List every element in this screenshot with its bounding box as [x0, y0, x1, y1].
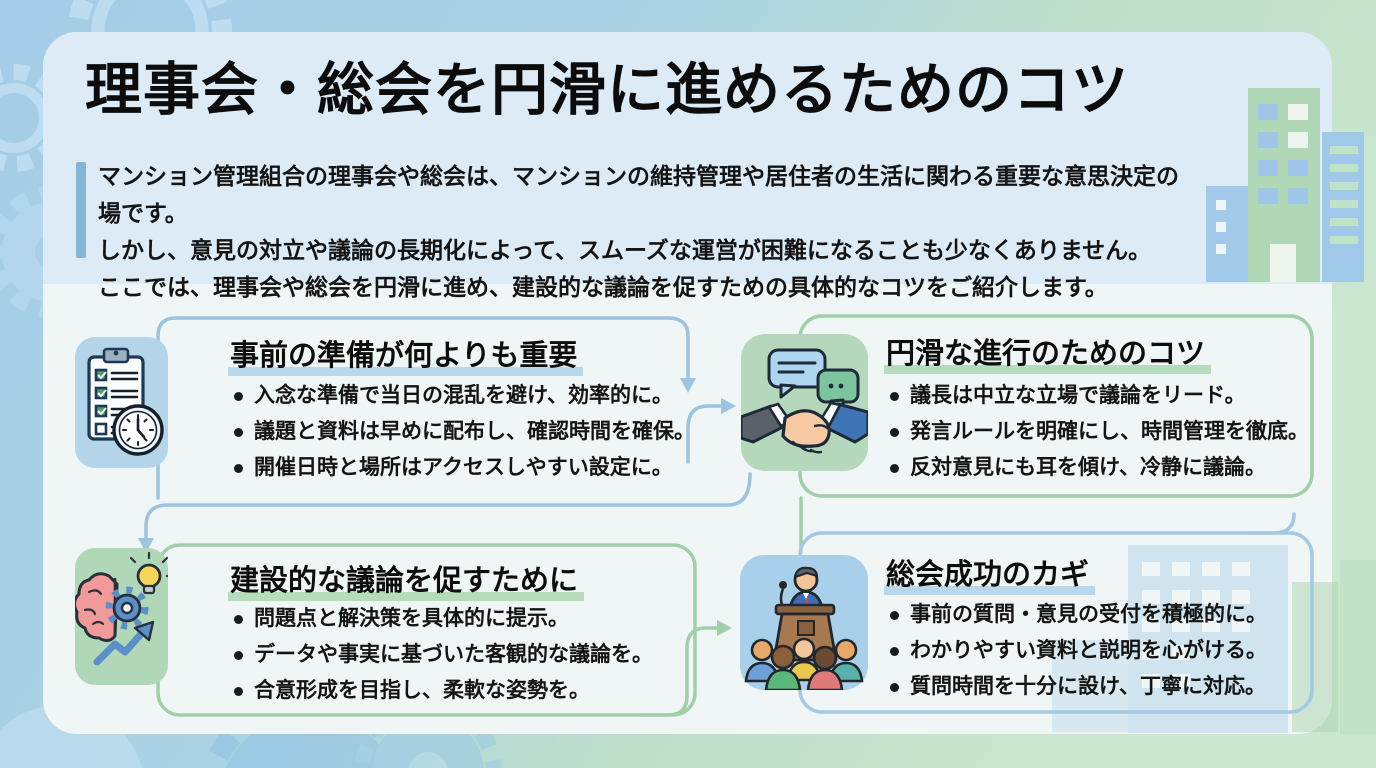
card-constructive-discussion: 建設的な議論を促すために 問題点と解決策を具体的に提示。 データや事実に基づいた… — [158, 545, 695, 715]
bullet-item: データや事実に基づいた客観的な議論を。 — [230, 637, 653, 673]
bullet-item: 質問時間を十分に設け、丁寧に対応。 — [886, 669, 1267, 705]
card-title: 事前の準備が何よりも重要 — [228, 332, 584, 376]
card-title: 円滑な進行のためのコツ — [884, 330, 1212, 374]
page-title: 理事会・総会を円滑に進めるためのコツ — [85, 58, 1129, 122]
card-preparation: 事前の準備が何よりも重要 入念な準備で当日の混乱を避け、効率的に。 議題と資料は… — [158, 318, 697, 505]
clipboard-checklist-clock-icon — [75, 337, 168, 468]
brain-icon — [75, 572, 119, 643]
card-bullet-list: 問題点と解決策を具体的に提示。 データや事実に基づいた客観的な議論を。 合意形成… — [230, 601, 653, 709]
bullet-item: 議題と資料は早めに配布し、確認時間を確保。 — [230, 414, 695, 450]
card-title: 建設的な議論を促すために — [228, 557, 585, 601]
audience — [744, 637, 864, 690]
intro-line: ここでは、理事会や総会を円滑に進め、建設的な議論を促すための具体的なコツをご紹介… — [98, 274, 1108, 300]
speaker-figure — [788, 566, 824, 609]
handshake-speech-bubbles-icon — [741, 334, 868, 471]
podium-speaker-audience-icon — [740, 555, 868, 690]
gear-icon — [105, 586, 149, 630]
handshake-icon — [741, 401, 868, 454]
header-band — [43, 32, 1332, 284]
card-bullet-list: 事前の質問・意見の受付を積極的に。 わかりやすい資料と説明を心がける。 質問時間… — [886, 597, 1267, 705]
card-bullet-list: 入念な準備で当日の混乱を避け、効率的に。 議題と資料は早めに配布し、確認時間を確… — [230, 378, 695, 486]
growth-arrow-icon — [93, 620, 155, 666]
microphone-icon — [779, 581, 787, 608]
bullet-item: わかりやすい資料と説明を心がける。 — [886, 633, 1267, 669]
bullet-item: 問題点と解決策を具体的に提示。 — [230, 601, 653, 637]
bullet-item: 事前の質問・意見の受付を積極的に。 — [886, 597, 1267, 633]
bullet-item: 合意形成を目指し、柔軟な姿勢を。 — [230, 673, 653, 709]
intro-block: マンション管理組合の理事会や総会は、マンションの維持管理や居住者の生活に関わる重… — [76, 158, 1196, 306]
bullet-item: 議長は中立な立場で議論をリード。 — [886, 378, 1309, 414]
intro-line: しかし、意見の対立や議論の長期化によって、スムーズな運営が困難になることも少なく… — [98, 237, 1152, 263]
card-title: 総会成功のカギ — [884, 551, 1096, 595]
brain-gear-idea-growth-icon — [75, 548, 168, 685]
bullet-item: 発言ルールを明確にし、時間管理を徹底。 — [886, 414, 1309, 450]
speech-bubble-icon — [767, 348, 860, 413]
card-success-key: 総会成功のカギ 事前の質問・意見の受付を積極的に。 わかりやすい資料と説明を心が… — [800, 533, 1312, 712]
card-facilitation: 円滑な進行のためのコツ 議長は中立な立場で議論をリード。 発言ルールを明確にし、… — [800, 316, 1312, 496]
intro-line: マンション管理組合の理事会や総会は、マンションの維持管理や居住者の生活に関わる重… — [98, 163, 1179, 226]
bullet-item: 反対意見にも耳を傾け、冷静に議論。 — [886, 450, 1309, 486]
card-bullet-list: 議長は中立な立場で議論をリード。 発言ルールを明確にし、時間管理を徹底。 反対意… — [886, 378, 1309, 486]
lightbulb-icon — [129, 551, 168, 595]
intro-accent-bar — [76, 162, 86, 258]
bullet-item: 開催日時と場所はアクセスしやすい設定に。 — [230, 450, 695, 486]
bullet-item: 入念な準備で当日の混乱を避け、効率的に。 — [230, 378, 695, 414]
